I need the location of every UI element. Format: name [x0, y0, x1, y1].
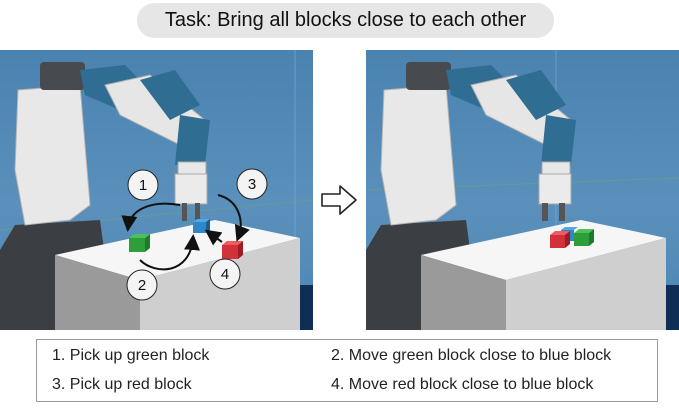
- table-front: [55, 255, 140, 330]
- scene-before: 1 2 3 4: [0, 50, 313, 330]
- robot-torso: [380, 84, 457, 226]
- arrow-step-2: [139, 234, 200, 271]
- robot-elbow: [140, 70, 200, 120]
- red-block: [550, 231, 570, 248]
- robot-gripper: [538, 173, 572, 205]
- task-title: Task: Bring all blocks close to each oth…: [164, 9, 527, 31]
- blue-block: [193, 219, 210, 233]
- arrow-step-3: [217, 194, 250, 242]
- robot-elbow: [506, 70, 566, 120]
- steps-legend: 1. Pick up green block 2. Move green blo…: [36, 339, 658, 402]
- arrow-step-1: [121, 202, 181, 232]
- robot-head: [406, 62, 451, 90]
- gripper-finger-left: [542, 203, 548, 221]
- robot-forearm: [541, 115, 576, 165]
- badge-1: 1: [127, 169, 159, 201]
- arrow-step-4: [204, 229, 223, 246]
- step-1-label: 1. Pick up green block: [52, 347, 210, 364]
- step-4-label: 4. Move red block close to blue block: [331, 376, 594, 393]
- scene-after-render: [366, 50, 679, 330]
- svg-text:2: 2: [138, 277, 146, 294]
- badge-2: 2: [126, 269, 158, 301]
- svg-text:1: 1: [139, 177, 147, 194]
- step-3-label: 3. Pick up red block: [52, 376, 192, 393]
- badge-4: 4: [209, 258, 241, 290]
- scene-after: [366, 50, 679, 330]
- svg-text:4: 4: [221, 266, 229, 283]
- table-top: [421, 220, 666, 280]
- gripper-finger-right: [195, 203, 200, 221]
- red-block: [222, 241, 243, 259]
- task-title-pill: Task: Bring all blocks close to each oth…: [137, 3, 554, 38]
- gripper-finger-left: [182, 203, 187, 221]
- table-side: [506, 238, 666, 330]
- green-block: [129, 234, 150, 252]
- transition-arrow-icon: [321, 185, 357, 215]
- robot-torso: [14, 84, 91, 226]
- scene-before-render: 1 2 3 4: [0, 50, 313, 330]
- badge-3: 3: [236, 168, 268, 200]
- green-block: [574, 229, 594, 246]
- step-2-label: 2. Move green block close to blue block: [331, 347, 612, 364]
- robot-gripper: [174, 173, 208, 205]
- svg-text:3: 3: [248, 176, 256, 193]
- table-front: [421, 255, 506, 330]
- robot-forearm: [175, 115, 210, 165]
- gripper-finger-right: [559, 203, 565, 221]
- robot-head: [40, 62, 85, 90]
